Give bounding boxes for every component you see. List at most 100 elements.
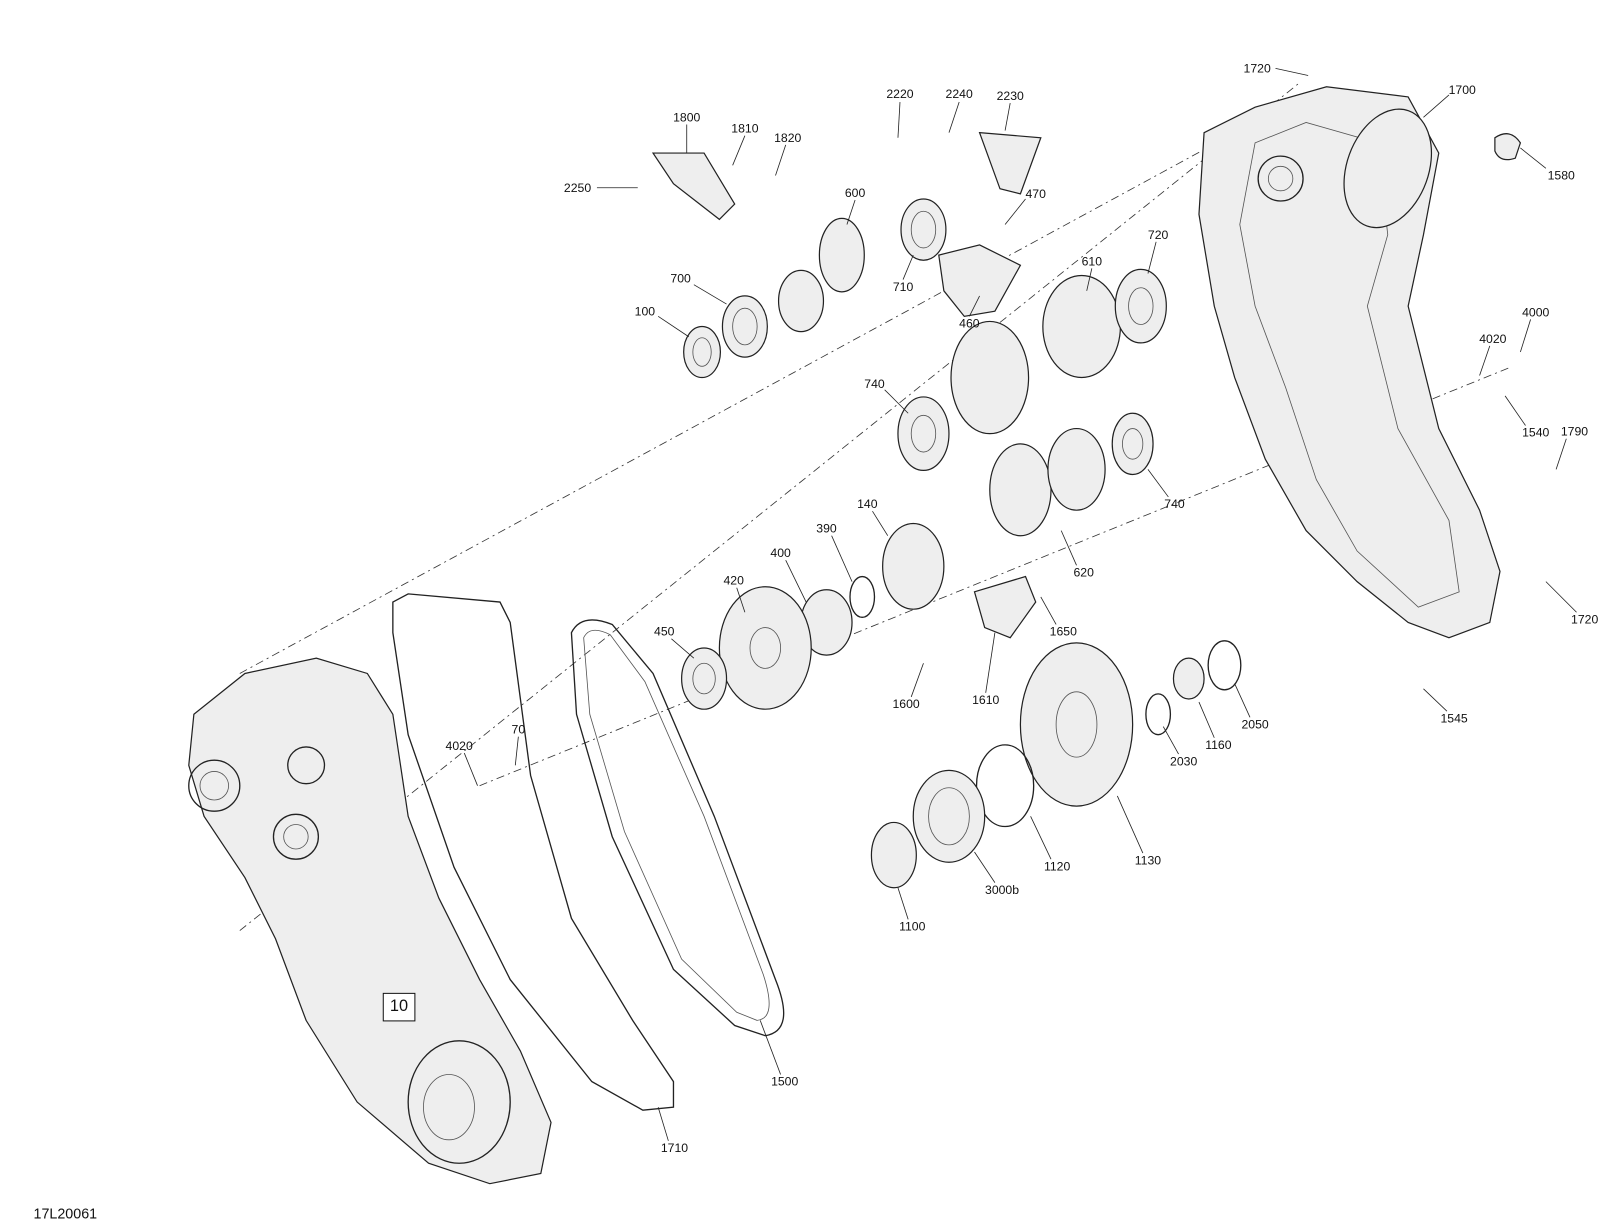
callout-4000: 4000 [1522, 305, 1550, 320]
callout-460: 460 [959, 316, 980, 331]
callout-1820: 1820 [774, 130, 802, 145]
callout-1810-leader-line [732, 135, 746, 166]
left-housing-part [188, 657, 552, 1185]
callout-700-leader-line [693, 284, 727, 305]
callout-2250: 2250 [563, 180, 592, 195]
callout-1580: 1580 [1547, 168, 1575, 183]
callout-1130-leader-line [1116, 795, 1144, 854]
callout-400-leader-line [785, 560, 807, 603]
callout-1700: 1700 [1448, 82, 1476, 97]
group-label-box: 10 [382, 992, 416, 1022]
callout-610: 610 [1081, 254, 1103, 269]
callout-140-leader-line [872, 511, 889, 536]
callout-1120-leader-line [1030, 816, 1052, 860]
callout-1700-leader-line [1423, 94, 1450, 118]
callout-1100-leader-line [897, 887, 909, 920]
callout-4000-leader-line [1520, 319, 1531, 353]
callout-1650-leader-line [1040, 596, 1057, 625]
callout-1650: 1650 [1049, 624, 1077, 639]
gasket-part [392, 593, 675, 1111]
callout-2030: 2030 [1170, 754, 1198, 769]
gear-parts [651, 131, 1522, 889]
callout-600-leader-line [846, 199, 856, 225]
callout-100: 100 [634, 304, 656, 319]
callout-1500: 1500 [771, 1074, 799, 1089]
callout-460-leader-line [969, 295, 980, 317]
callout-620: 620 [1073, 565, 1094, 580]
callout-1160-leader-line [1198, 701, 1215, 738]
callout-1600: 1600 [892, 696, 920, 712]
callout-2220: 2220 [886, 86, 914, 102]
callout-3000b-leader-line [974, 851, 996, 883]
callout-1710-leader-line [657, 1107, 669, 1141]
callout-740-b: 740 [1164, 496, 1185, 512]
callout-1545-leader-line [1423, 688, 1448, 712]
callout-1580-leader-line [1520, 147, 1547, 169]
callout-1720-b: 1720 [1571, 612, 1599, 627]
callout-1820-leader-line [775, 144, 787, 176]
callout-1545: 1545 [1440, 711, 1468, 726]
callout-710-leader-line [902, 254, 914, 280]
callout-1800: 1800 [673, 110, 701, 125]
callout-1720: 1720 [1243, 61, 1271, 76]
callout-1610: 1610 [972, 692, 1000, 708]
callout-420: 420 [723, 573, 744, 588]
callout-100-leader-line [657, 315, 689, 338]
assembly-axis-line [479, 366, 1511, 787]
callout-4020-b: 4020 [445, 738, 473, 754]
callout-1790-leader-line [1555, 438, 1567, 470]
callout-4020-leader-line [1479, 345, 1491, 376]
callout-700: 700 [670, 271, 691, 286]
callout-1720-leader-line [1275, 67, 1309, 76]
callout-2220-leader-line [897, 102, 901, 138]
callout-1610-leader-line [985, 632, 996, 693]
callout-1810: 1810 [731, 121, 759, 136]
callout-720-leader-line [1147, 241, 1157, 274]
callout-1540: 1540 [1522, 425, 1550, 440]
assembly-axis-line [239, 81, 1302, 931]
callout-740-b-leader-line [1147, 469, 1169, 498]
housing-cover-part [1198, 86, 1501, 639]
callout-450: 450 [654, 624, 675, 639]
callout-4020-b-leader-line [463, 752, 478, 786]
callout-740-leader-line [884, 389, 909, 414]
callout-400: 400 [770, 545, 791, 561]
callout-140: 140 [857, 496, 878, 512]
callout-1100: 1100 [899, 919, 926, 934]
callout-1500-leader-line [759, 1020, 781, 1075]
callout-1600-leader-line [910, 663, 924, 698]
callout-1720-b-leader-line [1545, 581, 1577, 613]
callout-390-leader-line [831, 535, 853, 582]
callout-1160: 1160 [1205, 737, 1232, 753]
callout-2050-leader-line [1234, 683, 1251, 718]
callout-740: 740 [864, 376, 885, 391]
leader-lines [463, 67, 1577, 1141]
callout-1120: 1120 [1043, 859, 1071, 874]
callout-70-leader-line [514, 736, 519, 766]
callout-2230-leader-line [1004, 102, 1011, 131]
callout-600: 600 [844, 185, 866, 200]
belt-part [570, 619, 785, 1037]
callout-4020: 4020 [1479, 331, 1507, 346]
callout-620-leader-line [1060, 530, 1077, 566]
callout-2240: 2240 [945, 86, 973, 102]
callout-720: 720 [1147, 227, 1169, 242]
callout-2050: 2050 [1241, 717, 1269, 732]
callout-470-leader-line [1004, 198, 1026, 225]
callout-1790: 1790 [1560, 424, 1589, 439]
callout-390: 390 [816, 521, 837, 536]
callout-2230: 2230 [996, 88, 1024, 104]
callout-420-leader-line [736, 587, 746, 613]
callout-70: 70 [511, 722, 526, 737]
callout-2240-leader-line [948, 101, 960, 133]
callout-2030-leader-line [1162, 726, 1179, 755]
callout-710: 710 [892, 279, 914, 294]
callout-1130: 1130 [1134, 853, 1162, 868]
callout-3000b: 3000b [985, 882, 1020, 897]
diagram-reference-code: 17L20061 [33, 1205, 98, 1222]
callout-1710: 1710 [660, 1140, 689, 1156]
callout-610-leader-line [1086, 268, 1093, 291]
callout-470: 470 [1025, 186, 1046, 202]
